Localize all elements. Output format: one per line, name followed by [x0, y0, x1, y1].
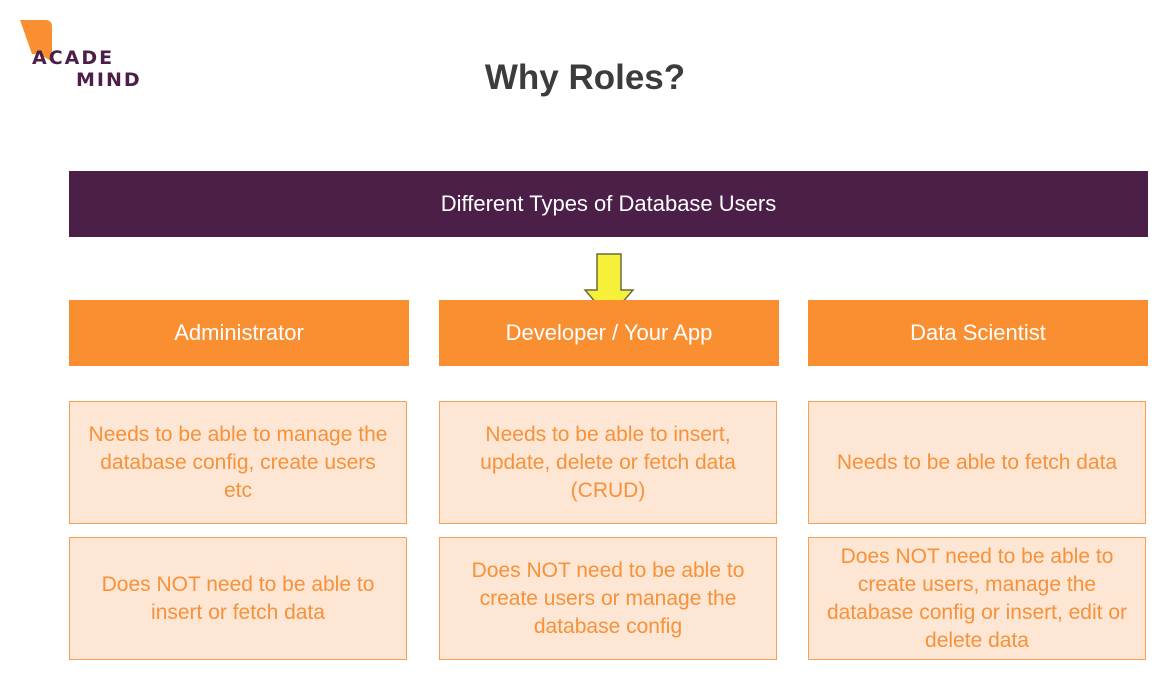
database-users-banner: Different Types of Database Users [69, 171, 1148, 237]
role-label: Administrator [174, 320, 304, 345]
needs-text: Needs to be able to fetch data [836, 450, 1118, 474]
academind-logo: ACADE MIND [18, 18, 148, 98]
logo-line-2: MIND [76, 69, 142, 91]
administrator-not-needed-box: Does NOT need to be able to insert or fe… [69, 537, 407, 660]
administrator-needs-box: Needs to be able to manage the database … [69, 401, 407, 524]
needs-text: Needs to be able to insert, update, dele… [480, 422, 736, 502]
not-needed-text: Does NOT need to be able to insert or fe… [101, 572, 375, 624]
data-scientist-needs-box: Needs to be able to fetch data [808, 401, 1146, 524]
slide-title: Why Roles? [484, 58, 686, 97]
role-label: Data Scientist [910, 320, 1046, 345]
needs-text: Needs to be able to manage the database … [88, 422, 388, 502]
logo-shape-icon [20, 20, 52, 62]
role-header-developer: Developer / Your App [439, 300, 779, 366]
developer-needs-box: Needs to be able to insert, update, dele… [439, 401, 777, 524]
developer-not-needed-box: Does NOT need to be able to create users… [439, 537, 777, 660]
role-label: Developer / Your App [505, 320, 713, 345]
banner-label: Different Types of Database Users [440, 191, 777, 216]
role-header-administrator: Administrator [69, 300, 409, 366]
logo-line-1: ACADE [32, 47, 115, 69]
data-scientist-not-needed-box: Does NOT need to be able to create users… [808, 537, 1146, 660]
not-needed-text: Does NOT need to be able to create users… [471, 558, 745, 638]
not-needed-text: Does NOT need to be able to create users… [826, 544, 1127, 652]
role-header-data-scientist: Data Scientist [808, 300, 1148, 366]
